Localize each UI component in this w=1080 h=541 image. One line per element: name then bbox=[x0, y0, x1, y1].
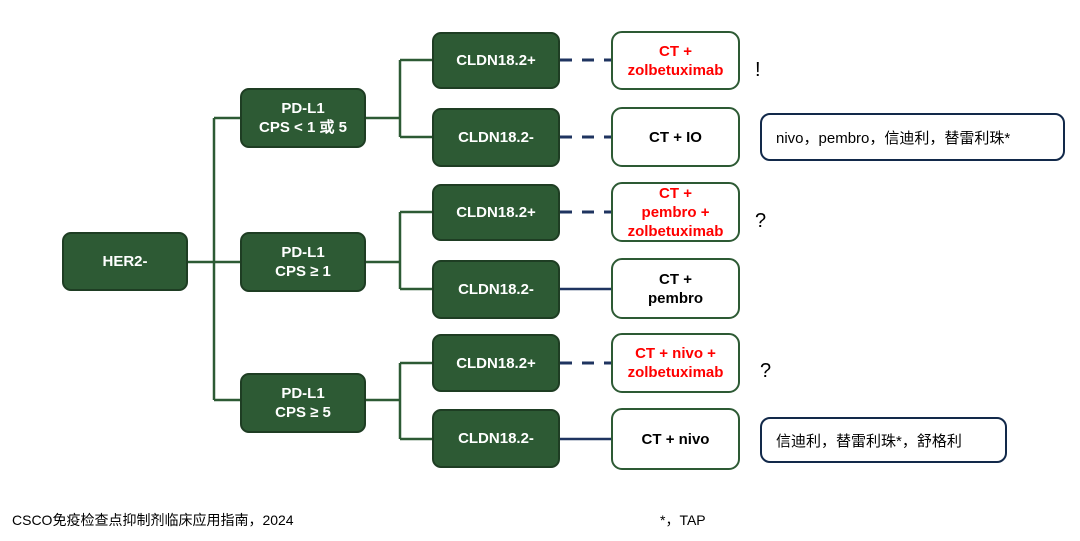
cldn-node-5-label: CLDN18.2+ bbox=[456, 354, 536, 372]
source-citation: CSCO免疫检查点抑制剂临床应用指南，2024 bbox=[12, 512, 294, 528]
her2-node: HER2- bbox=[62, 232, 188, 291]
treatment-box-6: CT + nivo bbox=[611, 408, 740, 470]
treatment-box-5: CT + nivo + zolbetuximab bbox=[611, 333, 740, 393]
treatment-2-line1: CT + IO bbox=[649, 128, 702, 146]
pdl1-node-3-line2: CPS ≥ 5 bbox=[275, 404, 331, 421]
question-mark-1: ? bbox=[755, 210, 767, 232]
exclamation-mark: ! bbox=[755, 59, 761, 81]
treatment-3-line2: pembro + bbox=[641, 203, 710, 221]
treatment-box-3: CT + pembro + zolbetuximab bbox=[611, 182, 740, 242]
treatment-5-line1: CT + nivo + bbox=[635, 345, 716, 362]
pdl1-node-2: PD-L1 CPS ≥ 1 bbox=[240, 232, 366, 292]
treatment-box-2: CT + IO bbox=[611, 107, 740, 167]
tree-connector-root bbox=[188, 116, 240, 402]
cldn-node-3-label: CLDN18.2+ bbox=[456, 204, 536, 221]
tree-connector-group-3 bbox=[366, 361, 432, 441]
pdl1-node-3: PD-L1 CPS ≥ 5 bbox=[240, 373, 366, 433]
question-mark-2: ? bbox=[760, 360, 772, 382]
pdl1-node-2-line1: PD-L1 bbox=[281, 244, 325, 261]
pdl1-node-2-line2: CPS ≥ 1 bbox=[275, 263, 331, 280]
cldn-node-1: CLDN18.2+ bbox=[432, 32, 560, 89]
treatment-4-line2: pembro bbox=[647, 289, 703, 307]
treatment-1-line1: CT + bbox=[659, 42, 692, 60]
pdl1-node-3-line1: PD-L1 bbox=[281, 385, 325, 402]
treatment-3-line3: zolbetuximab bbox=[627, 222, 724, 240]
treatment-3-line1: CT + bbox=[659, 184, 692, 202]
treatment-6-line1: CT + nivo bbox=[641, 430, 710, 448]
note-box-1: nivo，pembro，信迪利，替雷利珠* bbox=[760, 113, 1065, 161]
her2-node-label: HER2- bbox=[102, 253, 148, 270]
cldn-node-3: CLDN18.2+ bbox=[432, 184, 560, 241]
treatment-box-4: CT + pembro bbox=[611, 258, 740, 319]
pdl1-node-1-line2: CPS < 1 或 5 bbox=[259, 119, 347, 136]
cldn-node-5: CLDN18.2+ bbox=[432, 334, 560, 392]
note-1-text: nivo，pembro，信迪利，替雷利珠* bbox=[776, 129, 1011, 147]
cldn-node-4-label: CLDN18.2- bbox=[458, 281, 534, 298]
note-2-text: 信迪利，替雷利珠*，舒格利 bbox=[776, 432, 962, 450]
treatment-5-line2: zolbetuximab bbox=[627, 364, 724, 381]
treatment-1-line2: zolbetuximab bbox=[627, 61, 724, 79]
footnote: *，TAP bbox=[660, 512, 706, 528]
treatment-box-1: CT + zolbetuximab bbox=[611, 31, 740, 90]
cldn-node-6-label: CLDN18.2- bbox=[458, 430, 534, 447]
tree-connector-group-1 bbox=[366, 58, 432, 139]
treatment-4-line1: CT + bbox=[659, 270, 692, 288]
cldn-node-2-label: CLDN18.2- bbox=[458, 129, 534, 146]
note-box-2: 信迪利，替雷利珠*，舒格利 bbox=[760, 417, 1007, 463]
pdl1-node-1-line1: PD-L1 bbox=[281, 100, 325, 117]
pdl1-node-1: PD-L1 CPS < 1 或 5 bbox=[240, 88, 366, 148]
cldn-node-2: CLDN18.2- bbox=[432, 108, 560, 167]
cldn-node-1-label: CLDN18.2+ bbox=[456, 52, 536, 69]
tree-connector-group-2 bbox=[366, 210, 432, 291]
cldn-node-6: CLDN18.2- bbox=[432, 409, 560, 468]
cldn-node-4: CLDN18.2- bbox=[432, 260, 560, 319]
